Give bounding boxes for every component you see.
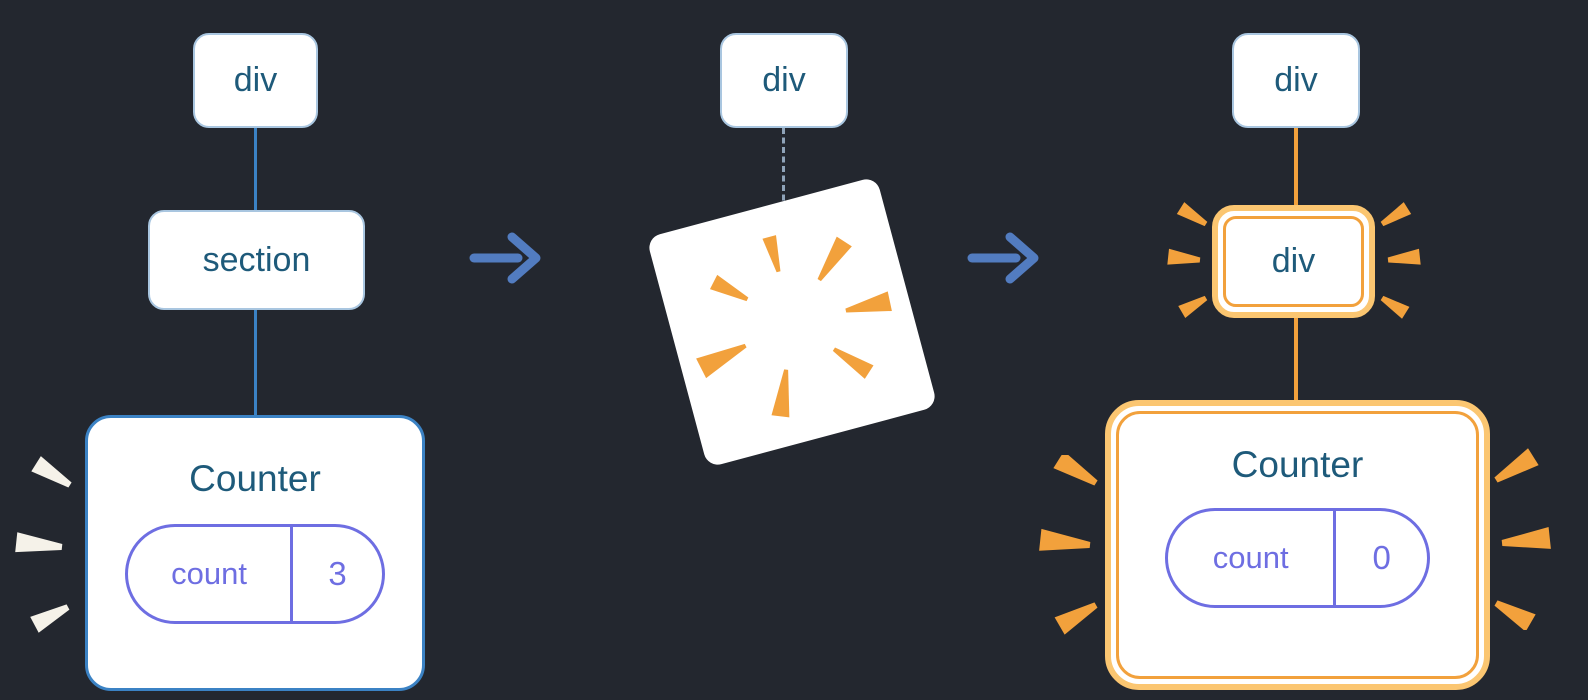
node-label: div (1271, 242, 1316, 280)
tree-node-section-before: section (148, 210, 365, 310)
counter-title: Counter (1231, 444, 1364, 485)
poof-card (646, 176, 938, 468)
counter-body: Counter count 0 (1116, 411, 1479, 679)
arrow-right-icon (469, 232, 541, 284)
tree-edge-div-section (254, 128, 257, 210)
tree-node-div-before: div (193, 33, 318, 128)
tree-node-div-during: div (720, 33, 848, 128)
node-label: div (762, 61, 806, 99)
state-pill-after: count 0 (1165, 508, 1430, 608)
arrow-right-icon (967, 232, 1039, 284)
counter-title: Counter (189, 458, 321, 499)
burst-rays-orange-icon (1167, 202, 1421, 319)
tree-edge-section-counter (254, 310, 257, 415)
poof-burst-icon (696, 235, 892, 418)
state-value: 0 (1372, 539, 1391, 576)
tree-edge-div-div-new (1294, 128, 1298, 205)
tree-edge-removed (782, 128, 785, 210)
counter-component-before: Counter count 3 (85, 415, 425, 691)
state-value: 3 (328, 555, 347, 592)
burst-rays-white-icon (15, 456, 72, 633)
state-key: count (1168, 511, 1337, 605)
highlighted-div-node: div (1212, 205, 1375, 318)
state-pill-before: count 3 (125, 524, 385, 624)
burst-rays-orange-icon (1494, 448, 1551, 630)
tree-node-div-after: div (1232, 33, 1360, 128)
state-key: count (128, 527, 294, 621)
node-label-wrap: div (1223, 216, 1364, 307)
tree-edge-div-counter-new (1294, 318, 1298, 400)
node-label: div (1274, 61, 1318, 99)
burst-rays-orange-icon (1039, 455, 1098, 635)
counter-component-after: Counter count 0 (1105, 400, 1490, 690)
node-label: section (202, 240, 311, 279)
node-label: div (233, 61, 278, 99)
